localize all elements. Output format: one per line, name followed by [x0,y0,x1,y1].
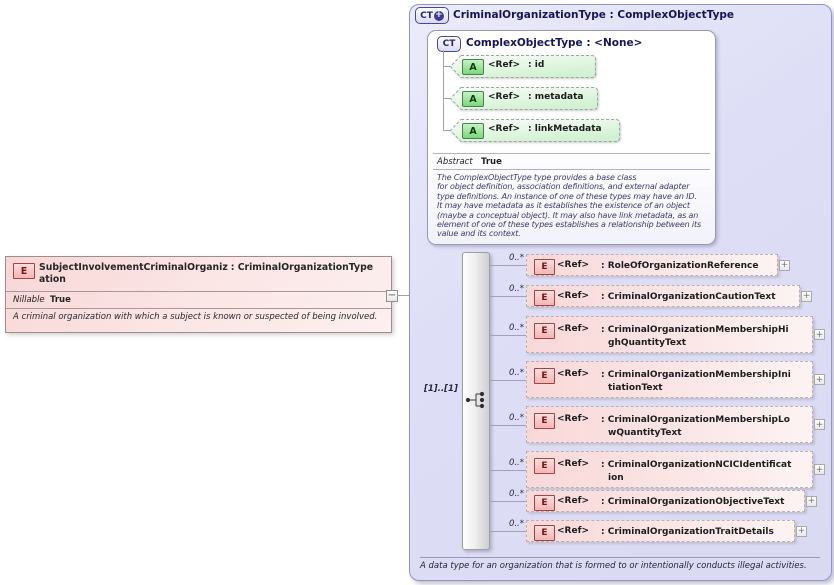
element-ref: <Ref> [557,459,590,469]
expand-toggle[interactable]: + [796,525,807,537]
element-name: : CriminalOrganizationCautionText [601,292,776,302]
connector-line [443,66,452,67]
sequence-cardinality: [1]..[1] [424,384,458,394]
ct-letters: CT [442,39,456,49]
occurrence-label: 0..* [508,284,524,294]
expand-toggle[interactable]: + [779,259,790,271]
abstract-value: True [481,157,502,167]
type-box-title: CriminalOrganizationType : ComplexObject… [453,9,735,21]
occurrence-label: 0..* [508,413,524,423]
attribute-icon: A [462,91,484,107]
divider [433,169,710,170]
occurrence-label: 0..* [508,253,524,263]
element-membership-low-quantity-text[interactable]: E <Ref> : CriminalOrganizationMembership… [526,406,825,443]
occurrence-label: 0..* [508,519,524,529]
type-box-annotation: A data type for an organization that is … [420,561,807,571]
element-ref: <Ref> [557,324,590,334]
attribute-ref: <Ref> [488,92,521,102]
element-ref: <Ref> [557,369,590,379]
element-role-of-organization-reference[interactable]: E <Ref> : RoleOfOrganizationReference + [526,254,790,276]
connector-line [443,50,444,130]
element-icon: E [534,290,555,306]
element-icon: E [13,263,35,279]
element-membership-high-quantity-text[interactable]: E <Ref> : CriminalOrganizationMembership… [526,316,825,353]
element-ref: <Ref> [557,414,590,424]
element-name: : CriminalOrganizationTraitDetails [601,527,774,537]
base-type-title: ComplexObjectType : <None> [466,37,643,49]
element-ref: <Ref> [557,526,590,536]
element-ncic-identification[interactable]: E <Ref> : CriminalOrganizationNCICIdenti… [526,451,825,488]
nillable-label: Nillable [13,295,45,305]
element-icon: E [534,458,555,474]
connector-line [490,335,526,336]
divider [6,308,391,309]
subject-element-type: : CriminalOrganizationType [230,262,374,273]
complex-type-icon: CT [437,36,461,52]
attribute-id[interactable]: A <Ref> : id [450,55,596,78]
connector-line [490,470,526,471]
connector-line [490,501,526,502]
subject-element-box[interactable]: E SubjectInvolvementCriminalOrganiz atio… [5,256,398,333]
element-membership-initiation-text[interactable]: E <Ref> : CriminalOrganizationMembership… [526,361,825,398]
element-trait-details[interactable]: E <Ref> : CriminalOrganizationTraitDetai… [526,520,807,542]
attribute-ref: <Ref> [488,124,521,134]
subject-element-title: SubjectInvolvementCriminalOrganiz ation … [39,262,373,286]
element-caution-text[interactable]: E <Ref> : CriminalOrganizationCautionTex… [526,285,812,307]
expand-toggle[interactable]: + [806,495,817,507]
element-icon: E [534,323,555,339]
occurrence-label: 0..* [508,458,524,468]
element-name: : CriminalOrganizationNCICIdentificat io… [601,460,792,483]
attribute-link-metadata[interactable]: A <Ref> : linkMetadata [450,119,620,142]
element-icon: E [534,413,555,429]
element-name: : CriminalOrganizationMembershipHi ghQua… [601,325,789,348]
expand-toggle[interactable]: + [814,464,825,475]
element-icon: E [534,368,555,384]
element-icon: E [534,259,555,275]
element-objective-text[interactable]: E <Ref> : CriminalOrganizationObjectiveT… [526,490,817,512]
sequence-icon[interactable] [465,391,489,409]
connector-line [443,98,452,99]
attribute-name: : linkMetadata [528,124,602,134]
attribute-name: : metadata [528,92,584,102]
connector-line [490,380,526,381]
attribute-name: : id [528,60,545,70]
element-name: : CriminalOrganizationMembershipIni tiat… [601,370,791,393]
attribute-icon: A [462,59,484,75]
divider [433,153,710,154]
attribute-metadata[interactable]: A <Ref> : metadata [450,87,598,110]
attribute-icon: A [462,123,484,139]
expand-toggle[interactable]: + [814,329,825,340]
element-ref: <Ref> [557,291,590,301]
divider [420,557,820,558]
connector-line [490,296,526,297]
element-name: : CriminalOrganizationMembershipLo wQuan… [601,415,790,438]
expand-toggle[interactable]: + [814,419,825,430]
element-ref: <Ref> [557,496,590,506]
expand-toggle[interactable]: + [814,374,825,385]
connector-line [490,425,526,426]
collapse-toggle[interactable]: − [386,290,398,302]
occurrence-label: 0..* [508,368,524,378]
expand-toggle[interactable]: + [801,290,812,302]
element-ref: <Ref> [557,260,590,270]
element-name: : CriminalOrganizationObjectiveText [601,497,785,507]
attribute-ref: <Ref> [488,60,521,70]
occurrence-label: 0..* [508,489,524,499]
base-type-description: The ComplexObjectType type provides a ba… [437,173,701,239]
plus-circle-icon: + [433,10,444,21]
subject-element-name: SubjectInvolvementCriminalOrganiz ation [39,262,228,285]
connector-line [490,531,526,532]
element-name: : RoleOfOrganizationReference [601,261,759,271]
element-icon: E [534,495,555,511]
divider [6,291,391,292]
connector-line [443,130,452,131]
element-icon: E [534,525,555,541]
ct-letters: CT [420,10,433,21]
subject-element-description: A criminal organization with which a sub… [13,312,378,322]
connector-line [490,265,526,266]
abstract-label: Abstract [437,157,473,167]
occurrence-label: 0..* [508,323,524,333]
complex-type-plus-icon: CT+ [415,7,449,24]
nillable-value: True [50,295,71,305]
